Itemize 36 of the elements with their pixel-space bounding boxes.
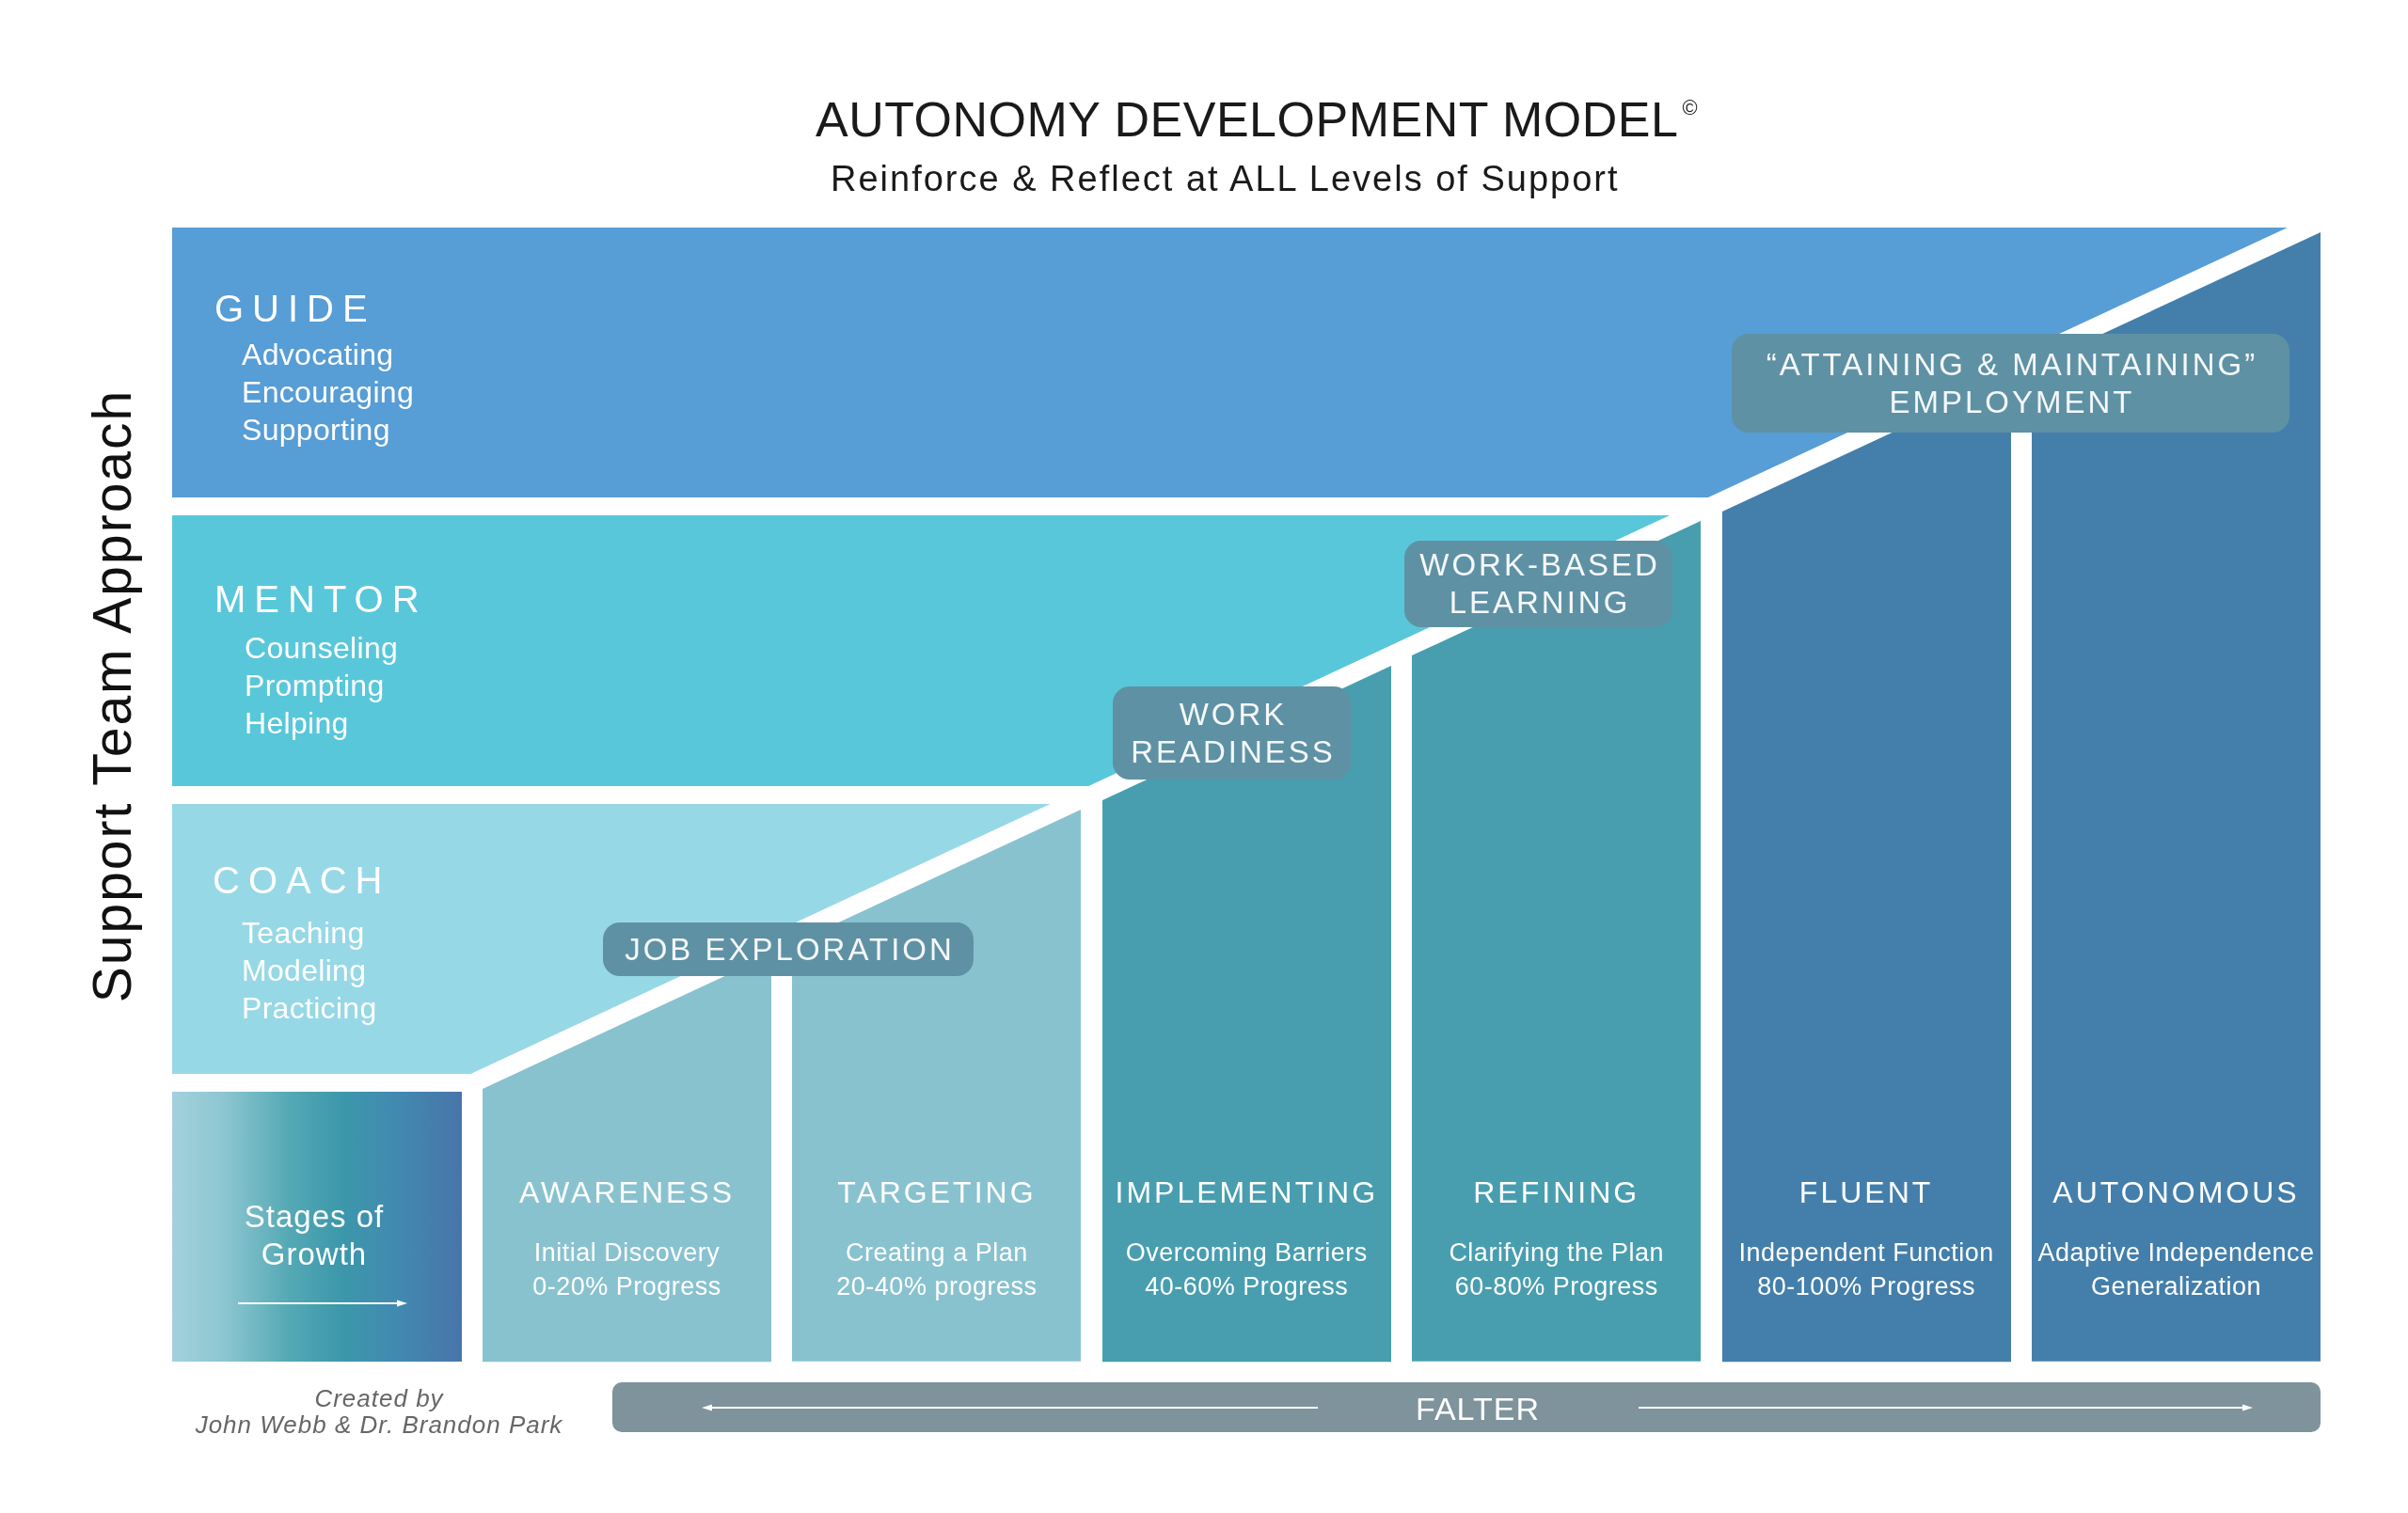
stage-description: Creating a Plan (846, 1237, 1028, 1269)
falter-bar (612, 1382, 2321, 1432)
stage-description: Independent Function (1738, 1237, 1994, 1269)
band-heading: COACH (213, 861, 391, 899)
stage-description: 40-60% Progress (1145, 1271, 1349, 1302)
stage-description: Clarifying the Plan (1449, 1237, 1664, 1269)
credit-text: John Webb & Dr. Brandon Park (195, 1412, 563, 1437)
stage-heading: FLUENT (1798, 1177, 1934, 1207)
milestone-tag: WORK READINESS (1113, 686, 1351, 780)
stage-description: 20-40% progress (836, 1271, 1038, 1302)
stage-heading: AUTONOMOUS (2052, 1177, 2300, 1207)
band-description: Advocating Encouraging Supporting (242, 337, 414, 449)
stage-description: Overcoming Barriers (1125, 1237, 1368, 1269)
gradient-panel (172, 1092, 462, 1362)
band-description: Counseling Prompting Helping (245, 630, 399, 742)
milestone-tag: “ATTAINING & MAINTAINING” EMPLOYMENT (1732, 334, 2289, 433)
stage-description: 80-100% Progress (1757, 1271, 1975, 1302)
stage-description: 0-20% Progress (532, 1271, 721, 1302)
panel-label: Stages of Growth (243, 1198, 386, 1273)
stage-heading: AWARENESS (518, 1177, 736, 1207)
credit-text: Created by (314, 1386, 444, 1411)
stage-description: Initial Discovery (533, 1237, 721, 1269)
milestone-tag: WORK-BASED LEARNING (1404, 541, 1672, 627)
band-description: Teaching Modeling Practicing (242, 915, 377, 1027)
stage-description: Adaptive Independence (2037, 1237, 2315, 1269)
stage-description: 60-80% Progress (1454, 1271, 1658, 1302)
band-heading: GUIDE (214, 290, 376, 327)
stage-heading: TARGETING (837, 1177, 1037, 1207)
stage-description: Generalization (2090, 1271, 2262, 1302)
stage-heading: IMPLEMENTING (1115, 1177, 1379, 1207)
milestone-tag: JOB EXPLORATION (603, 922, 974, 976)
bar-label: FALTER (1416, 1393, 1540, 1425)
subtitle: Reinforce & Reflect at ALL Levels of Support (831, 161, 1620, 197)
band-heading: MENTOR (214, 580, 428, 618)
stage-heading: REFINING (1473, 1177, 1640, 1207)
diagram-title: AUTONOMY DEVELOPMENT MODEL$^{©}$ (816, 95, 1698, 149)
